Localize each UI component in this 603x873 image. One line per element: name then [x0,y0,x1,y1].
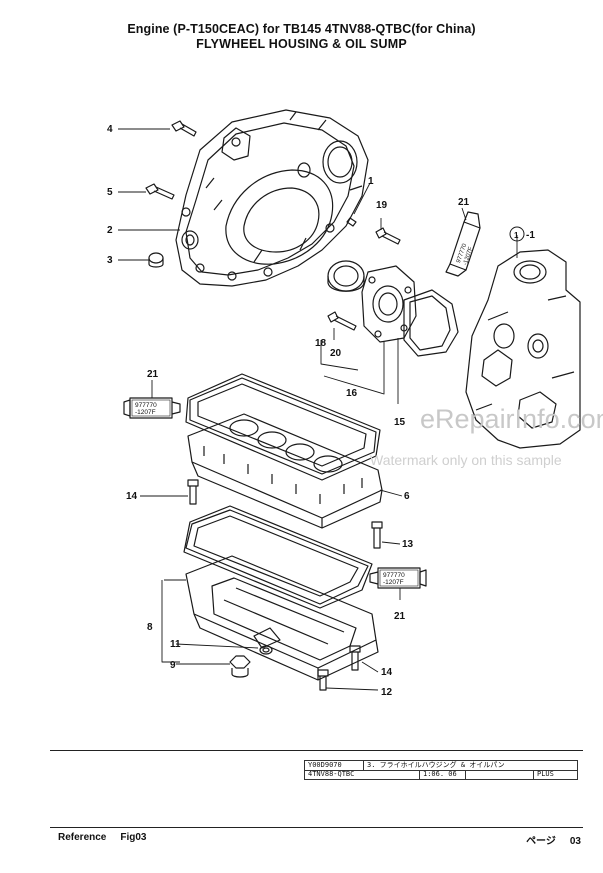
footer-divider-bottom [50,827,583,828]
flywheel-housing [175,109,369,287]
callout-14-lower: 14 [381,667,393,678]
oil-pan-part-8 [185,509,379,681]
watermark-brand: eRepairInfo.com [420,404,603,434]
oil-pan-gasket [183,505,373,609]
callout-21-left: 21 [147,369,159,380]
plug-part-3 [148,252,164,268]
tube-label-left: 977770 -1207F [131,399,171,417]
callout-12: 12 [381,687,393,698]
title-block-divider-1 [363,761,364,770]
sump-gasket-upper [185,373,381,481]
sealant-tube-right [369,567,427,589]
callout-19: 19 [376,200,388,211]
gasket [403,289,459,357]
callout-ref-dash-1: -1 [526,230,535,241]
footer-reference: Reference Fig03 [58,832,160,843]
oil-sump-upper-part-6 [187,377,383,529]
bolt-part-5 [145,183,175,200]
oil-seal [327,260,365,292]
callout-8: 8 [147,622,153,633]
tube-left-code-line1: 977770 [135,402,157,409]
title-block-row-2: 4TNV88-QTBC 1:06. 06 PLUS [305,770,577,779]
tube-label-right: 977770 -1207F [379,569,419,587]
callout-11: 11 [170,639,181,650]
bolt-part-19 [375,227,401,245]
engine-block [465,249,581,449]
callout-4: 4 [107,124,113,135]
footer-page: ページ 03 [526,832,581,847]
callout-1-ref-circle: 1 [514,231,519,240]
callout-1: 1 [368,176,374,187]
drain-plug-part-9 [229,655,251,678]
page-label: ページ [526,836,556,847]
bolt-part-14-upper [187,479,199,505]
seal-housing-part-15 [361,265,417,343]
title-block-divider-4 [533,770,534,779]
callout-15: 15 [394,417,406,428]
bolt-part-14-lower [349,645,361,671]
callout-6: 6 [404,491,410,502]
title-block-divider-2 [419,770,420,779]
page-title-line1: Engine (P-T150CEAC) for TB145 4TNV88-QTB… [127,22,476,36]
page-number: 03 [569,836,581,847]
edition-code: PLUS [537,770,554,778]
callout-5: 5 [107,187,113,198]
tube-right-code-line2: -1207F [383,579,404,586]
footer-divider-top [50,750,583,751]
callout-20: 20 [330,348,342,359]
bolt-part-20 [327,311,357,331]
reference-circle [509,226,525,242]
reference-label: Reference [58,832,107,843]
figure-number: Fig03 [120,832,147,843]
washer-part-11 [259,645,273,655]
tube-right-code-line1: 977770 [383,572,405,579]
model-code: 4TNV88-QTBC [308,770,355,778]
revision-date: 1:06. 06 [423,770,457,778]
pin-part-1 [346,217,357,227]
page-title-line2: FLYWHEEL HOUSING & OIL SUMP [196,37,407,51]
watermark-note: Watermark only on this sample [370,452,562,468]
tube-upper-code-line2: -1207F [463,246,475,266]
callout-21-right: 21 [394,611,406,622]
bolt-part-12 [317,669,329,691]
doc-code: Y00D9070 [308,761,342,769]
section-title: 3. フライホイルハウジング & オイルパン [367,761,505,769]
tube-left-code-line2: -1207F [135,409,156,416]
callout-2: 2 [107,225,113,236]
callout-16: 16 [346,388,358,399]
callout-9: 9 [170,660,176,671]
callout-21-top: 21 [458,197,470,208]
callout-13: 13 [402,539,414,550]
callout-14-upper: 14 [126,491,138,502]
sealant-tube-left [123,397,181,419]
sealant-tube-upper-right [445,211,481,277]
callout-3: 3 [107,255,113,266]
leader-lines [118,128,518,691]
title-block-row-1: Y00D9070 3. フライホイルハウジング & オイルパン [305,761,577,771]
tube-label-upper: 977770 -1207F [456,242,475,266]
bolt-part-13 [371,521,383,549]
callout-18: 18 [315,338,327,349]
drawing-title-block: Y00D9070 3. フライホイルハウジング & オイルパン 4TNV88-Q… [304,760,578,780]
title-block-divider-3 [465,770,466,779]
bolt-part-4 [171,120,197,137]
